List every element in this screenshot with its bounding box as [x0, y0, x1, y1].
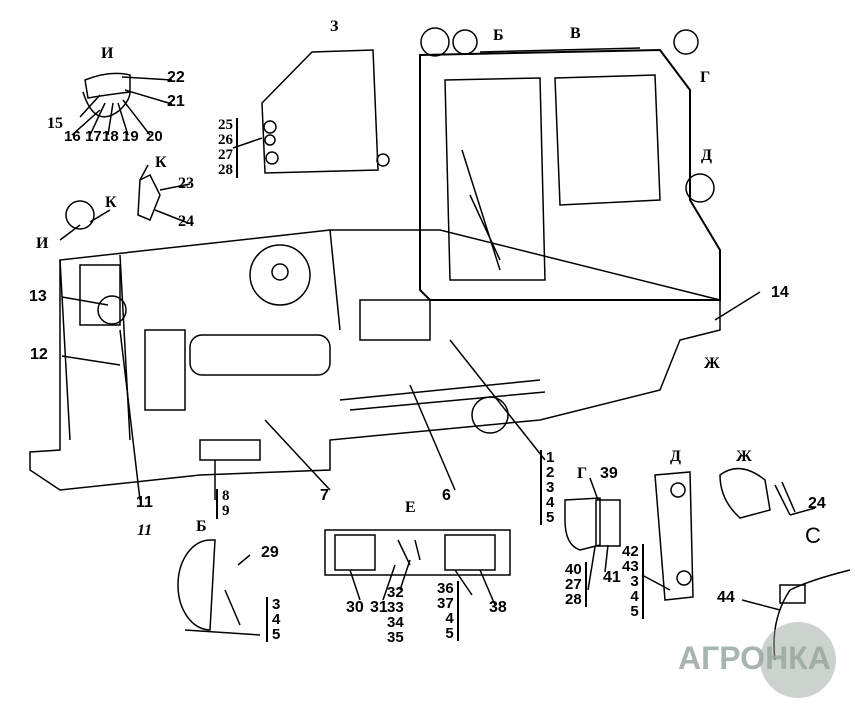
callout-8: 8	[222, 488, 230, 504]
callout-36: 36	[437, 580, 454, 597]
callout-4b: 4	[630, 588, 639, 605]
view-label-g: Г	[700, 69, 711, 86]
callout-2: 2	[546, 464, 555, 481]
callout-3: 3	[546, 479, 555, 496]
callout-26: 26	[218, 132, 233, 148]
callout-38: 38	[489, 599, 507, 616]
watermark-circle	[760, 622, 836, 698]
view-label-zh: Ж	[704, 355, 720, 372]
callout-9: 9	[222, 503, 230, 519]
view-label-b2: Б	[196, 518, 207, 535]
callout-25: 25	[218, 117, 233, 133]
callout-43: 43	[622, 558, 639, 575]
callout-5: 5	[546, 509, 555, 526]
view-label-i: И	[101, 45, 114, 62]
callout-5d: 5	[445, 625, 454, 642]
callout-17: 17	[85, 128, 102, 145]
callout-12: 12	[30, 346, 48, 363]
view-label-z: З	[330, 18, 339, 35]
callout-1: 1	[546, 449, 555, 466]
view-label-d2: Д	[670, 448, 682, 465]
callout-21: 21	[167, 93, 185, 110]
callout-16: 16	[64, 128, 81, 145]
callout-42: 42	[622, 543, 639, 560]
callout-3c: 3	[272, 596, 281, 613]
callout-28: 28	[218, 162, 233, 178]
callout-14: 14	[771, 284, 789, 301]
watermark-logo: АГРОНКА	[678, 640, 831, 676]
callout-5c: 5	[272, 626, 281, 643]
callout-18: 18	[102, 128, 119, 145]
callout-3b: 3	[630, 573, 639, 590]
callout-11: 11	[136, 494, 153, 511]
view-label-d: Д	[701, 147, 713, 164]
callout-30: 30	[346, 599, 364, 616]
view-label-e: Е	[405, 499, 416, 516]
callout-34: 34	[387, 614, 404, 631]
pointer-label-i: И	[36, 235, 49, 252]
callout-4: 4	[546, 494, 555, 511]
callout-13: 13	[29, 288, 47, 305]
callout-39: 39	[600, 465, 618, 482]
callout-31: 31	[370, 599, 388, 616]
callout-27: 27	[218, 147, 233, 163]
callout-40: 40	[565, 561, 582, 578]
callout-15: 15	[47, 115, 63, 132]
callout-24b: 24	[808, 495, 826, 512]
callout-6: 6	[442, 487, 451, 504]
callout-4d: 4	[445, 610, 454, 627]
view-label-g2: Г	[577, 465, 588, 482]
callout-37: 37	[437, 595, 454, 612]
callout-27b: 27	[565, 576, 582, 593]
view-label-b: Б	[493, 27, 504, 44]
callout-33: 33	[387, 599, 404, 616]
pointer-label-k: К	[105, 194, 117, 211]
callout-29: 29	[261, 544, 279, 561]
callout-11-italic: 11	[137, 522, 153, 539]
callout-7: 7	[320, 487, 329, 504]
callout-4c: 4	[272, 611, 281, 628]
callout-19: 19	[122, 128, 139, 145]
view-label-k: К	[155, 154, 167, 171]
callout-44: 44	[717, 589, 735, 606]
callout-28b: 28	[565, 591, 582, 608]
callout-23: 23	[178, 175, 194, 192]
view-label-v: В	[570, 25, 581, 42]
view-label-zh2: Ж	[736, 448, 752, 465]
callout-20: 20	[146, 128, 163, 145]
callout-5b: 5	[630, 603, 639, 620]
callout-32: 32	[387, 584, 404, 601]
view-label-s: С	[805, 523, 821, 548]
callout-41: 41	[603, 569, 621, 586]
callout-22: 22	[167, 69, 185, 86]
callout-35: 35	[387, 629, 404, 646]
callout-24: 24	[178, 213, 194, 230]
